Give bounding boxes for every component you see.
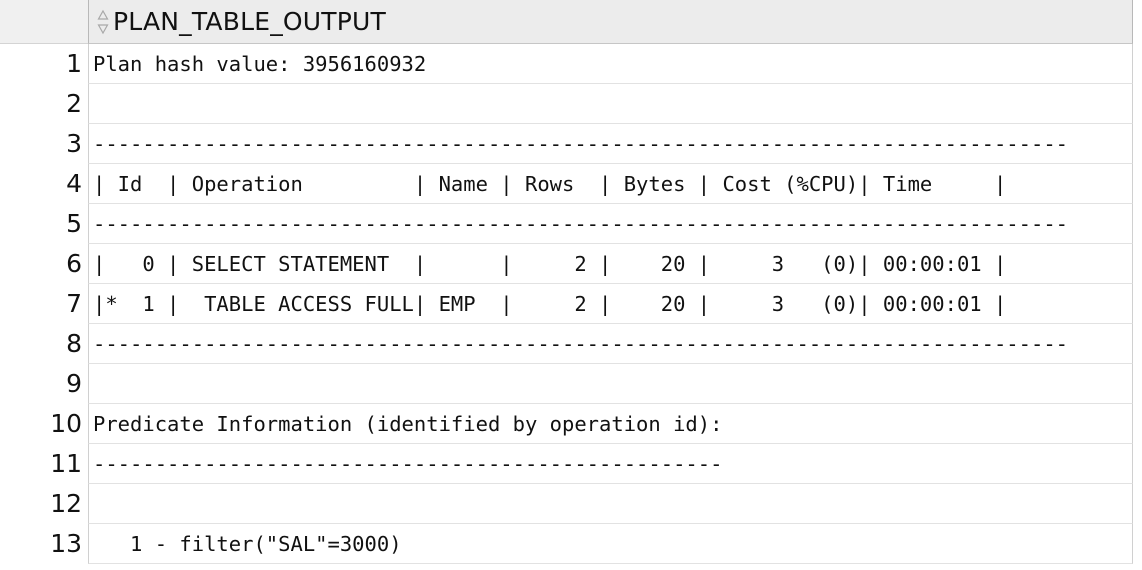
row-number: 1 xyxy=(66,49,82,78)
row-number: 7 xyxy=(66,289,82,318)
plan-output-text: ----------------------------------------… xyxy=(93,332,1069,356)
table-row[interactable]: 9 xyxy=(0,364,1142,404)
row-number: 5 xyxy=(66,209,82,238)
row-number-header xyxy=(0,0,88,44)
row-number: 12 xyxy=(50,489,82,518)
plan-output-cell[interactable] xyxy=(88,364,1133,404)
plan-output-text: | Id | Operation | Name | Rows | Bytes |… xyxy=(93,172,1007,196)
table-row[interactable]: 4 | Id | Operation | Name | Rows | Bytes … xyxy=(0,164,1142,204)
grid-rows: 1 Plan hash value: 3956160932 2 3 ----------… xyxy=(0,44,1142,564)
table-row[interactable]: 2 xyxy=(0,84,1142,124)
plan-output-cell[interactable]: ----------------------------------------… xyxy=(88,204,1133,244)
table-row[interactable]: 7 |* 1 | TABLE ACCESS FULL| EMP | 2 | 20 … xyxy=(0,284,1142,324)
row-number: 2 xyxy=(66,89,82,118)
table-row[interactable]: 5 ---------------------------------------… xyxy=(0,204,1142,244)
plan-output-text: Plan hash value: 3956160932 xyxy=(93,52,427,76)
plan-output-cell[interactable] xyxy=(88,84,1133,124)
column-header-label: PLAN_TABLE_OUTPUT xyxy=(113,7,386,36)
plan-output-text: ----------------------------------------… xyxy=(93,132,1069,156)
plan-output-cell[interactable]: | 0 | SELECT STATEMENT | | 2 | 20 | 3 (0… xyxy=(88,244,1133,284)
plan-output-cell[interactable] xyxy=(88,484,1133,524)
plan-output-cell[interactable]: Plan hash value: 3956160932 xyxy=(88,44,1133,84)
plan-output-cell[interactable]: ----------------------------------------… xyxy=(88,124,1133,164)
plan-output-cell[interactable]: Predicate Information (identified by ope… xyxy=(88,404,1133,444)
plan-output-cell[interactable]: |* 1 | TABLE ACCESS FULL| EMP | 2 | 20 |… xyxy=(88,284,1133,324)
plan-output-text: ----------------------------------------… xyxy=(93,212,1069,236)
sort-arrows-icon[interactable] xyxy=(95,8,111,36)
table-row[interactable]: 3 ---------------------------------------… xyxy=(0,124,1142,164)
row-number: 4 xyxy=(66,169,82,198)
table-row[interactable]: 8 ---------------------------------------… xyxy=(0,324,1142,364)
row-number: 8 xyxy=(66,329,82,358)
plan-output-text: 1 - filter("SAL"=3000) xyxy=(93,532,402,556)
table-row[interactable]: 13 1 - filter("SAL"=3000) xyxy=(0,524,1142,564)
row-number: 3 xyxy=(66,129,82,158)
row-number: 11 xyxy=(50,449,82,478)
row-number: 10 xyxy=(50,409,82,438)
plan-output-cell[interactable]: ----------------------------------------… xyxy=(88,444,1133,484)
plan-output-text: | 0 | SELECT STATEMENT | | 2 | 20 | 3 (0… xyxy=(93,252,1007,276)
table-row[interactable]: 12 xyxy=(0,484,1142,524)
plan-output-text: Predicate Information (identified by ope… xyxy=(93,412,723,436)
row-number: 6 xyxy=(66,249,82,278)
row-number: 13 xyxy=(50,529,82,558)
row-number: 9 xyxy=(66,369,82,398)
plan-output-cell[interactable]: 1 - filter("SAL"=3000) xyxy=(88,524,1133,564)
table-row[interactable]: 11 --------------------------------------… xyxy=(0,444,1142,484)
grid-header-row: PLAN_TABLE_OUTPUT xyxy=(0,0,1142,44)
plan-output-text: ----------------------------------------… xyxy=(93,452,723,476)
table-row[interactable]: 1 Plan hash value: 3956160932 xyxy=(0,44,1142,84)
column-header-plan-table-output[interactable]: PLAN_TABLE_OUTPUT xyxy=(88,0,1133,44)
table-row[interactable]: 10 Predicate Information (identified by o… xyxy=(0,404,1142,444)
plan-output-text: |* 1 | TABLE ACCESS FULL| EMP | 2 | 20 |… xyxy=(93,292,1007,316)
plan-output-cell[interactable]: ----------------------------------------… xyxy=(88,324,1133,364)
plan-output-cell[interactable]: | Id | Operation | Name | Rows | Bytes |… xyxy=(88,164,1133,204)
table-row[interactable]: 6 | 0 | SELECT STATEMENT | | 2 | 20 | 3 (… xyxy=(0,244,1142,284)
